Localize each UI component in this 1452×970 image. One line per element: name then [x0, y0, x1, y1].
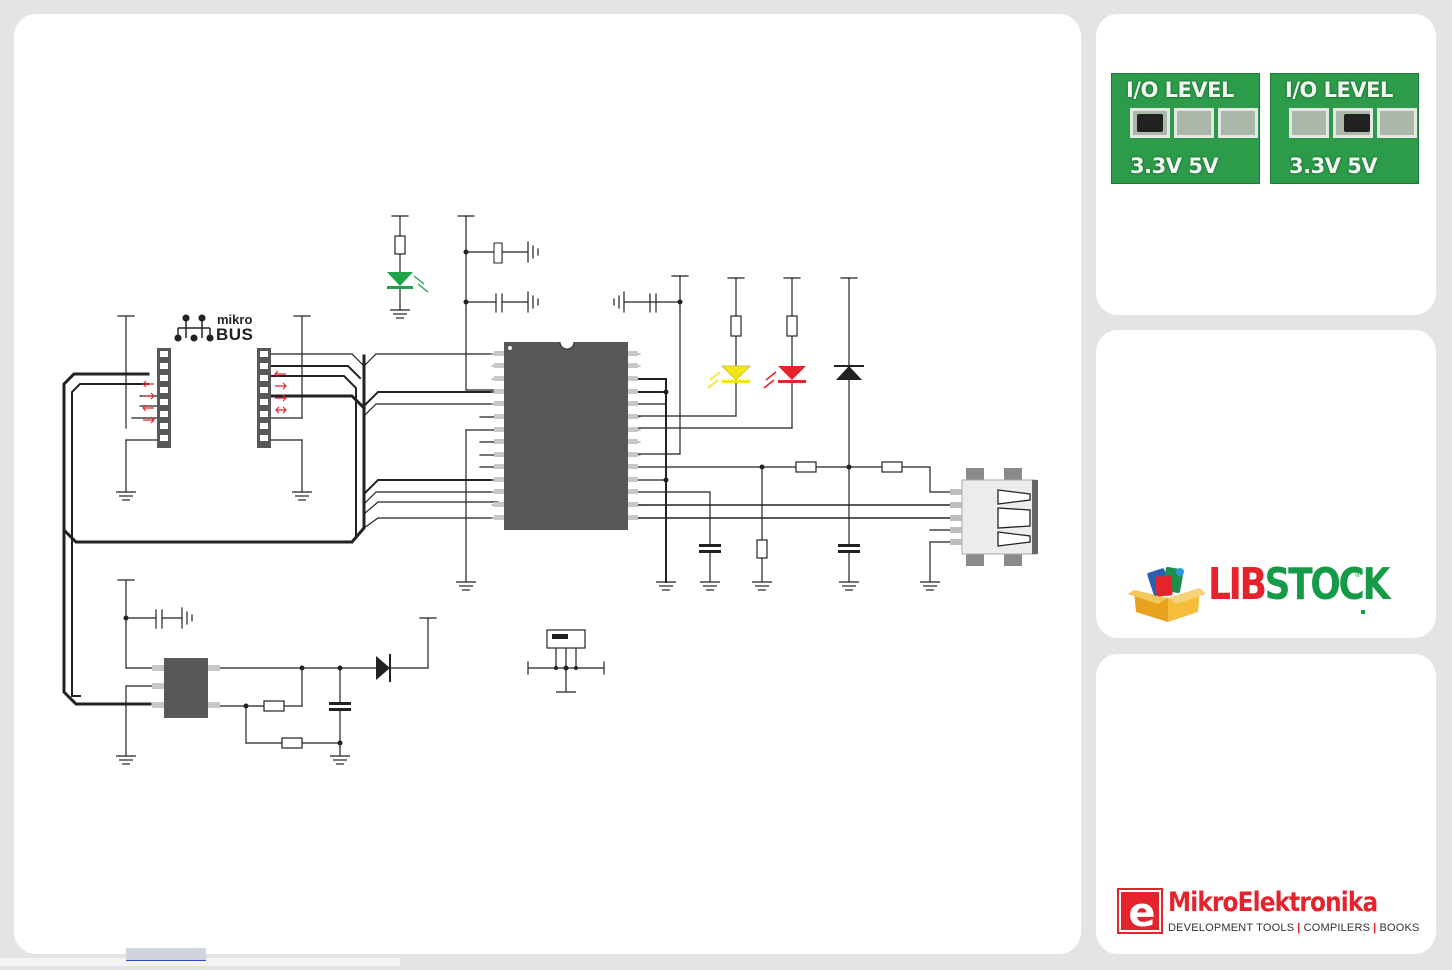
ground-symbol — [330, 756, 350, 764]
io-level-title: I/O LEVEL — [1126, 78, 1234, 102]
ground-symbol — [116, 756, 136, 764]
main-ic — [494, 342, 638, 530]
ground-symbol — [456, 582, 476, 590]
ground-symbol — [656, 582, 676, 590]
mikrobus-logo-icon — [175, 315, 213, 341]
green-led — [387, 272, 428, 292]
io-level-voltages: 3.3V 5V — [1130, 154, 1218, 178]
svg-text:e: e — [1128, 890, 1155, 934]
mikrobus-left-header — [157, 348, 171, 448]
ground-symbol — [116, 492, 136, 500]
mikroelektronika-wordmark[interactable]: MikroElektronika — [1168, 889, 1377, 916]
io-level-title: I/O LEVEL — [1285, 78, 1393, 102]
yellow-led — [708, 366, 750, 388]
ground-symbol — [839, 582, 859, 590]
ground-symbol — [752, 582, 772, 590]
ground-symbol — [292, 492, 312, 500]
io-level-photo-3v3: I/O LEVEL 3.3V 5V — [1111, 73, 1260, 184]
mikroelektronika-tagline: DEVELOPMENT TOOLS|COMPILERS|BOOKS — [1168, 922, 1420, 934]
ground-symbol — [700, 582, 720, 590]
io-level-photo-5v: I/O LEVEL 3.3V 5V — [1270, 73, 1419, 184]
regulator-ic — [152, 658, 220, 718]
mikrobus-label-bottom: BUS — [216, 326, 253, 343]
libstock-dot — [1361, 610, 1365, 614]
registered-mark: ® — [1355, 570, 1361, 579]
red-led — [764, 366, 806, 388]
bottom-link[interactable] — [126, 948, 206, 961]
usb-connector — [950, 468, 1038, 566]
io-level-voltages: 3.3V 5V — [1289, 154, 1377, 178]
diode — [376, 654, 390, 682]
mikroelektronika-e-icon[interactable]: e — [1117, 888, 1163, 934]
ground-symbol — [390, 310, 410, 318]
zener-diode — [834, 366, 864, 380]
mikrobus-right-header — [257, 348, 271, 448]
ground-symbol — [920, 582, 940, 590]
libstock-box-icon[interactable] — [1128, 560, 1208, 624]
